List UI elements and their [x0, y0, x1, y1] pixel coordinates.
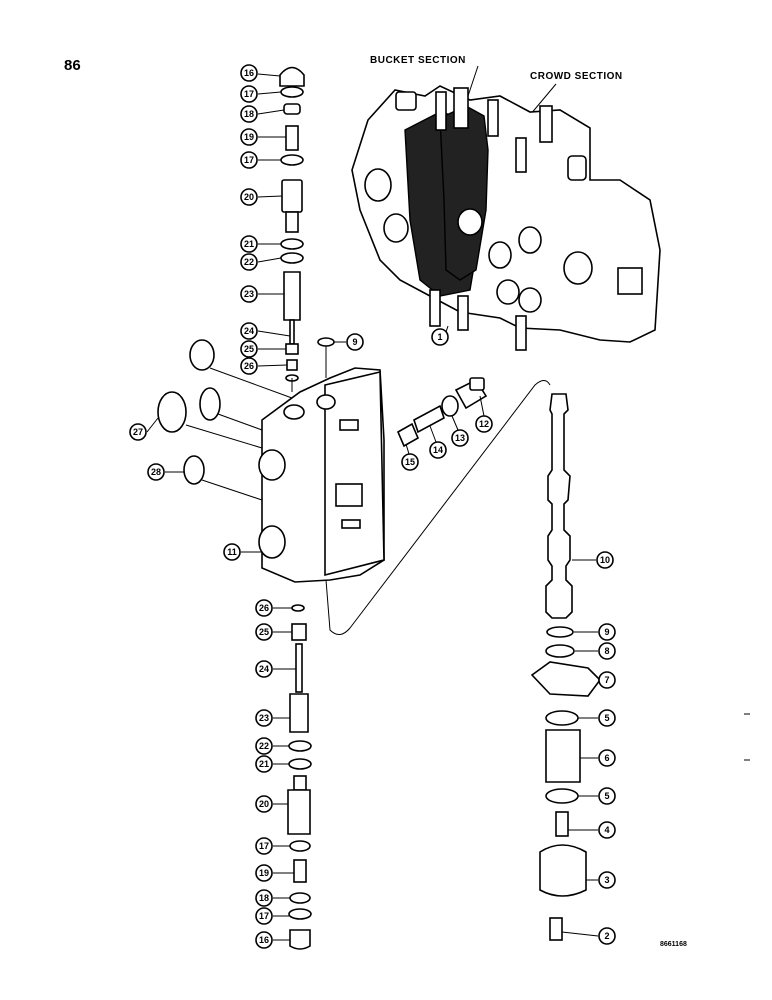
- callout-8: 8: [604, 646, 609, 656]
- assembly-path-line: [325, 380, 551, 635]
- callout-12: 12: [479, 419, 489, 429]
- leader-ring-28: [201, 479, 263, 501]
- callout-9-top: 9: [352, 337, 357, 347]
- callout-15: 15: [405, 457, 415, 467]
- callouts-left-top: 16 17 18 19 17 20 21 22 23 24 25 26: [240, 64, 291, 375]
- callout-20-top: 20: [244, 192, 254, 202]
- callout-20-bottom: 20: [259, 799, 269, 809]
- callout-19-bottom: 19: [259, 868, 269, 878]
- callout-21-top: 21: [244, 239, 254, 249]
- callout-22-top: 22: [244, 257, 254, 267]
- callout-4: 4: [604, 825, 609, 835]
- callout-9-bottom: 9: [604, 627, 609, 637]
- o-ring-28: [183, 455, 205, 485]
- o-ring-27: [157, 391, 187, 433]
- callout-17-d: 17: [259, 911, 269, 921]
- callouts-middle: 9 27 28 11 12 13 14 15 1: [129, 328, 493, 561]
- callout-19-top: 19: [244, 132, 254, 142]
- callout-17-b: 17: [244, 155, 254, 165]
- page-number: 86: [64, 57, 81, 74]
- relief-valve-parts-top: [279, 66, 305, 382]
- callout-7: 7: [604, 675, 609, 685]
- crowd-section-label: CROWD SECTION: [530, 71, 623, 82]
- valve-section-body: [258, 367, 385, 583]
- drawing-code: 8661168: [660, 941, 687, 948]
- callout-24-top: 24: [244, 326, 254, 336]
- o-ring-upper: [189, 339, 215, 371]
- callout-6: 6: [604, 753, 609, 763]
- callout-24-bottom: 24: [259, 664, 269, 674]
- callout-18-bottom: 18: [259, 893, 269, 903]
- crowd-leader: [529, 83, 557, 116]
- bucket-section-label: BUCKET SECTION: [370, 55, 466, 66]
- o-ring-small: [199, 387, 221, 421]
- callout-17-a: 17: [244, 89, 254, 99]
- callout-26-bottom: 26: [259, 603, 269, 613]
- callout-27: 27: [133, 427, 143, 437]
- callouts-right: 10 9 8 7 5 6 5 4 3 2: [561, 551, 616, 945]
- callout-23-bottom: 23: [259, 713, 269, 723]
- side-check-parts: [396, 377, 488, 448]
- callout-23-top: 23: [244, 289, 254, 299]
- callout-25-top: 25: [244, 344, 254, 354]
- relief-valve-parts-bottom: [287, 604, 312, 950]
- callout-22-bottom: 22: [259, 741, 269, 751]
- callout-25-bottom: 25: [259, 627, 269, 637]
- callout-18-top: 18: [244, 109, 254, 119]
- callout-14: 14: [433, 445, 443, 455]
- callout-5-upper: 5: [604, 713, 609, 723]
- callout-26-top: 26: [244, 361, 254, 371]
- o-ring-9-top: [317, 337, 335, 347]
- callout-13: 13: [455, 433, 465, 443]
- callout-11: 11: [227, 547, 237, 557]
- callout-3: 3: [604, 875, 609, 885]
- callout-17-c: 17: [259, 841, 269, 851]
- leader-ring-27: [185, 424, 263, 449]
- callout-2: 2: [604, 931, 609, 941]
- leader-ring-small: [217, 413, 263, 431]
- valve-stack-assembly: [351, 85, 661, 351]
- bucket-leader: [467, 65, 479, 97]
- callout-1: 1: [437, 332, 442, 342]
- spool-and-spring-parts: [530, 393, 602, 941]
- callout-16-top: 16: [244, 68, 254, 78]
- callout-21-bottom: 21: [259, 759, 269, 769]
- callouts-left-bottom: 26 25 24 23 22 21 20 17 19 18 17 16: [255, 599, 296, 949]
- callout-16-bottom: 16: [259, 935, 269, 945]
- callout-5-lower: 5: [604, 791, 609, 801]
- leader-ring-upper: [209, 367, 293, 399]
- callout-10: 10: [600, 555, 610, 565]
- callout-28: 28: [151, 467, 161, 477]
